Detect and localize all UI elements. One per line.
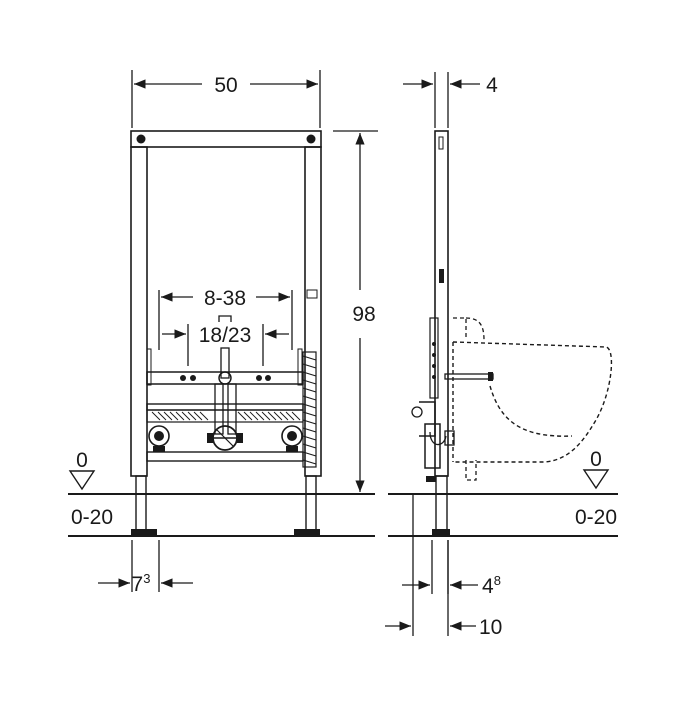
- fixing-bracket-right: [281, 425, 303, 452]
- inlet-spacing-label: 18/23: [199, 324, 252, 347]
- dimension-fixing-range: 8-38: [158, 287, 293, 350]
- bidet-outline: [452, 317, 613, 481]
- fixing-range-label: 8-38: [204, 287, 246, 310]
- drain-connector: [207, 425, 243, 451]
- front-view-frame: [130, 130, 322, 535]
- dimension-foot-depth: 48: [402, 540, 501, 598]
- floor-range-label-right: 0-20: [575, 506, 617, 529]
- floor-range-label-left: 0-20: [71, 506, 113, 529]
- dimension-width: 50: [131, 70, 321, 128]
- floor-level-marker-left: 0 0-20: [68, 449, 113, 529]
- floor-zero-label-left: 0: [76, 449, 88, 472]
- dimension-wall-distance: 10: [385, 494, 502, 639]
- side-view-frame: [411, 130, 494, 535]
- dimension-inlet-spacing: 18/23: [162, 315, 289, 366]
- floor-level-marker-right: 0 0-20: [575, 448, 617, 529]
- wall-distance-label: 10: [479, 616, 502, 639]
- dimension-frame-depth: 4: [403, 72, 498, 128]
- foot-offset-label: 73: [132, 571, 151, 596]
- height-label: 98: [352, 303, 375, 326]
- floor-lines: [68, 493, 618, 537]
- fixing-bracket-left: [148, 425, 170, 452]
- width-label: 50: [214, 74, 237, 97]
- foot-depth-label: 48: [482, 573, 501, 598]
- floor-zero-label-right: 0: [590, 448, 602, 471]
- dimension-foot-offset: 73: [98, 540, 193, 596]
- frame-depth-label: 4: [486, 74, 498, 97]
- dimension-height: 98: [333, 130, 378, 492]
